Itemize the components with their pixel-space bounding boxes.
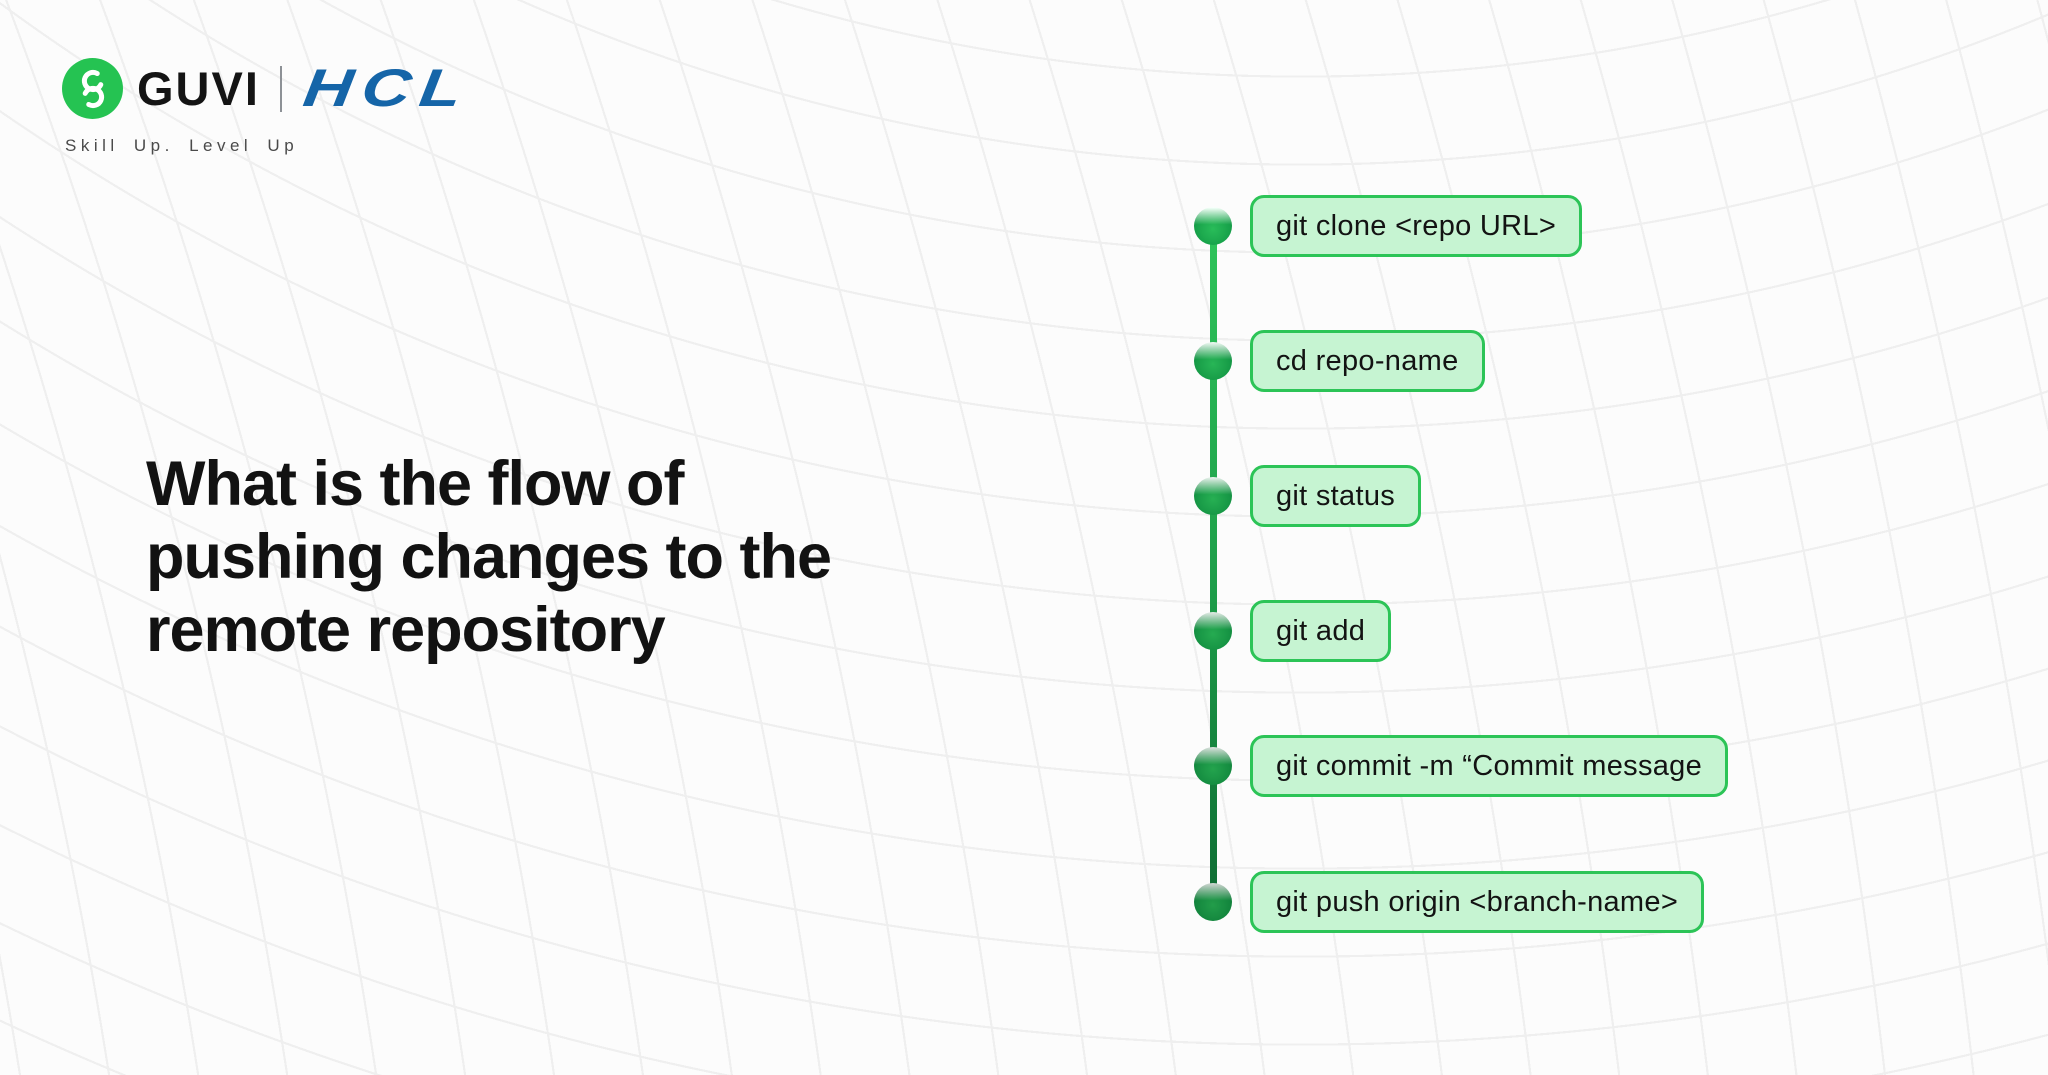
command-box: git clone <repo URL> xyxy=(1250,195,1583,257)
brand-logo-row: GUVI HCL xyxy=(62,58,474,119)
command-label: git clone <repo URL> xyxy=(1276,209,1557,242)
command-box: cd repo-name xyxy=(1250,330,1485,392)
command-box: git status xyxy=(1250,465,1422,527)
logo-divider xyxy=(279,65,282,112)
command-label: cd repo-name xyxy=(1276,344,1459,377)
brand-header: GUVI HCL Skill Up. Level Up xyxy=(62,58,474,156)
brand-tagline: Skill Up. Level Up xyxy=(65,136,299,155)
page-title-line: remote repository xyxy=(146,595,666,665)
command-label: git status xyxy=(1276,479,1396,512)
hcl-wordmark: HCL xyxy=(299,59,475,118)
page-title: What is the flow of pushing changes to t… xyxy=(146,448,832,667)
timeline-node-dot xyxy=(1194,612,1232,650)
command-label: git commit -m “Commit message xyxy=(1276,749,1703,782)
timeline-node-dot xyxy=(1194,477,1232,515)
timeline-node-dot xyxy=(1194,883,1232,921)
timeline-node-dot xyxy=(1194,207,1232,245)
guvi-wordmark: GUVI xyxy=(137,62,260,115)
page-title-line: What is the flow of xyxy=(146,449,684,519)
timeline-step: git add xyxy=(1194,600,1392,662)
timeline-step: cd repo-name xyxy=(1194,330,1485,392)
command-box: git push origin <branch-name> xyxy=(1250,871,1705,933)
timeline-step: git push origin <branch-name> xyxy=(1194,871,1705,933)
command-label: git push origin <branch-name> xyxy=(1276,885,1679,918)
timeline-step: git commit -m “Commit message xyxy=(1194,735,1729,797)
timeline-connector-line xyxy=(1210,226,1217,903)
timeline-step: git clone <repo URL> xyxy=(1194,195,1583,257)
command-label: git add xyxy=(1276,614,1366,647)
timeline-node-dot xyxy=(1194,747,1232,785)
timeline-node-dot xyxy=(1194,342,1232,380)
page-title-line: pushing changes to the xyxy=(146,522,832,592)
command-box: git commit -m “Commit message xyxy=(1250,735,1729,797)
timeline-step: git status xyxy=(1194,465,1422,527)
guvi-logo-icon xyxy=(62,58,123,119)
command-box: git add xyxy=(1250,600,1392,662)
